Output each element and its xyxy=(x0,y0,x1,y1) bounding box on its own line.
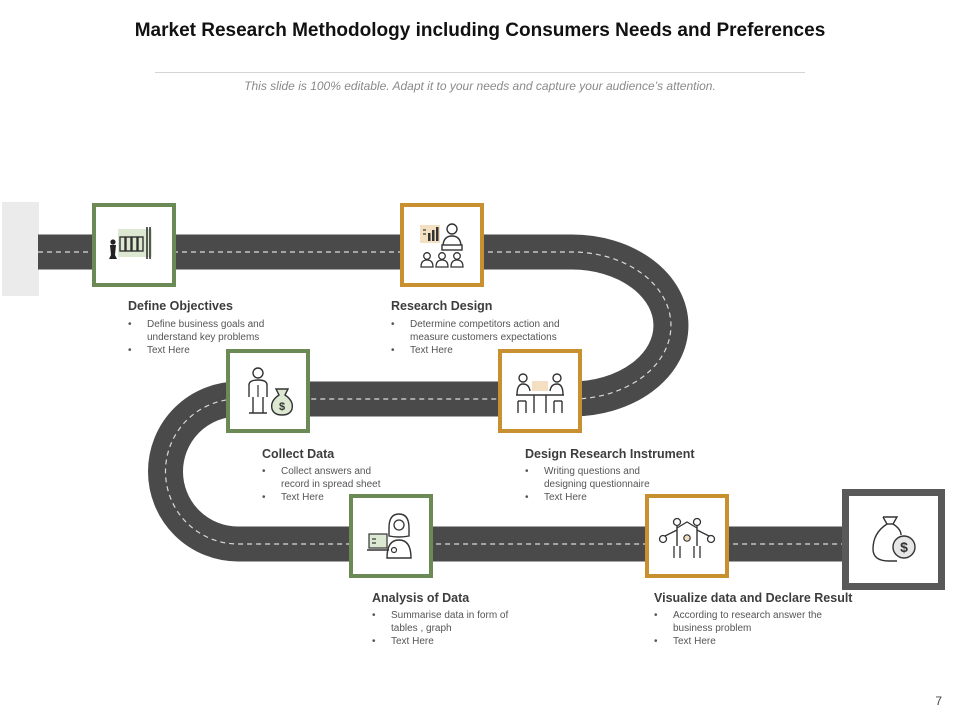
presentation-audience-icon xyxy=(420,223,464,268)
step-1-icon-box xyxy=(92,203,176,287)
step-4-bullet-2: Text Here xyxy=(525,491,650,504)
step-2-bullet-2: Text Here xyxy=(391,344,560,357)
step-2-title: Research Design xyxy=(391,299,493,313)
step-2-bullet-1: Determine competitors action andmeasure … xyxy=(391,318,560,344)
step-2-bullets: Determine competitors action andmeasure … xyxy=(391,318,560,357)
step-6-title: Visualize data and Declare Result xyxy=(654,591,853,605)
road-center-dash xyxy=(38,251,850,545)
step-4-title: Design Research Instrument xyxy=(525,447,695,461)
team-result-icon xyxy=(658,517,716,558)
slide-title: Market Research Methodology including Co… xyxy=(134,20,826,41)
slide-subtitle: This slide is 100% editable. Adapt it to… xyxy=(244,79,716,93)
road-start-tab xyxy=(2,202,39,296)
step-1-title: Define Objectives xyxy=(128,299,233,313)
svg-text:$: $ xyxy=(900,539,908,555)
step-1-bullet-2: Text Here xyxy=(128,344,264,357)
step-5-icon-box xyxy=(349,494,433,578)
step-3-icon-box: $ xyxy=(226,349,310,433)
step-6-bullets: According to research answer thebusiness… xyxy=(654,609,822,648)
title-divider xyxy=(155,72,805,73)
meeting-table-icon xyxy=(516,373,564,413)
page-number: 7 xyxy=(935,694,942,708)
step-4-icon-box xyxy=(498,349,582,433)
person-money-bag-icon: $ xyxy=(248,367,294,416)
step-6-bullet-2: Text Here xyxy=(654,635,822,648)
step-3-title: Collect Data xyxy=(262,447,335,461)
chess-strategy-icon xyxy=(109,227,152,259)
step-3-bullet-2: Text Here xyxy=(262,491,381,504)
analyst-laptop-icon xyxy=(367,513,412,559)
money-bag-dollar-icon: $ xyxy=(871,515,916,562)
step-5-title: Analysis of Data xyxy=(372,591,470,605)
goal-money-box: $ xyxy=(842,489,945,590)
step-6-bullet-1: According to research answer thebusiness… xyxy=(654,609,822,635)
step-5-bullet-2: Text Here xyxy=(372,635,508,648)
step-6-icon-box xyxy=(645,494,729,578)
svg-text:$: $ xyxy=(279,401,285,413)
step-2-icon-box xyxy=(400,203,484,287)
